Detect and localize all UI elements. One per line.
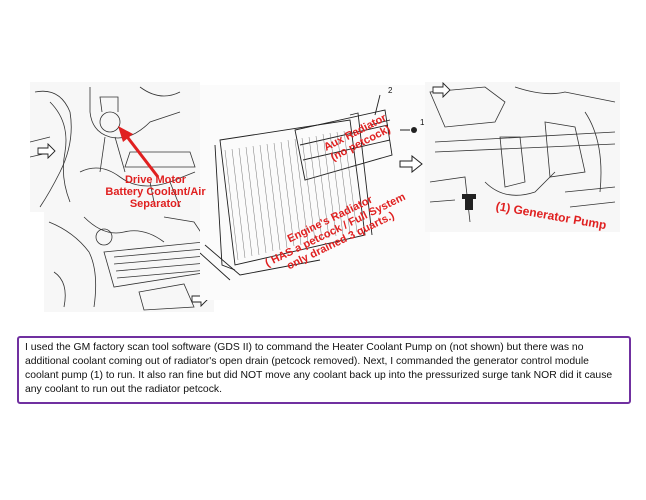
radiator-drawing (200, 94, 417, 281)
callout-number-bolt: 1 (420, 118, 425, 127)
label-line: Battery Coolant/Air (105, 186, 206, 198)
caption-box: I used the GM factory scan tool software… (17, 336, 631, 404)
caption-text: I used the GM factory scan tool software… (25, 342, 613, 395)
generator-pump-drawing (429, 82, 616, 223)
radiator-area-illustration-bottom-left (44, 212, 214, 312)
forward-arrow-icon (37, 142, 56, 160)
label-line: Drive Motor (124, 174, 187, 186)
label-drive-motor-separator: Drive Motor Battery Coolant/Air Separato… (93, 174, 218, 210)
red-pointer-arrow-icon (118, 126, 160, 178)
engine-bay-drawing (30, 86, 196, 208)
engine-bay-illustration-top-left (30, 82, 200, 212)
radiator-area-drawing (48, 216, 210, 311)
forward-arrow-icon (432, 82, 451, 99)
pump-bolt-icon (462, 194, 476, 210)
generator-pump-illustration-right (425, 82, 620, 232)
callout-number-aux: 2 (388, 86, 393, 95)
radiator-illustration-center (200, 85, 430, 300)
forward-arrow-icon (399, 155, 423, 173)
label-line: Separator (129, 198, 182, 210)
